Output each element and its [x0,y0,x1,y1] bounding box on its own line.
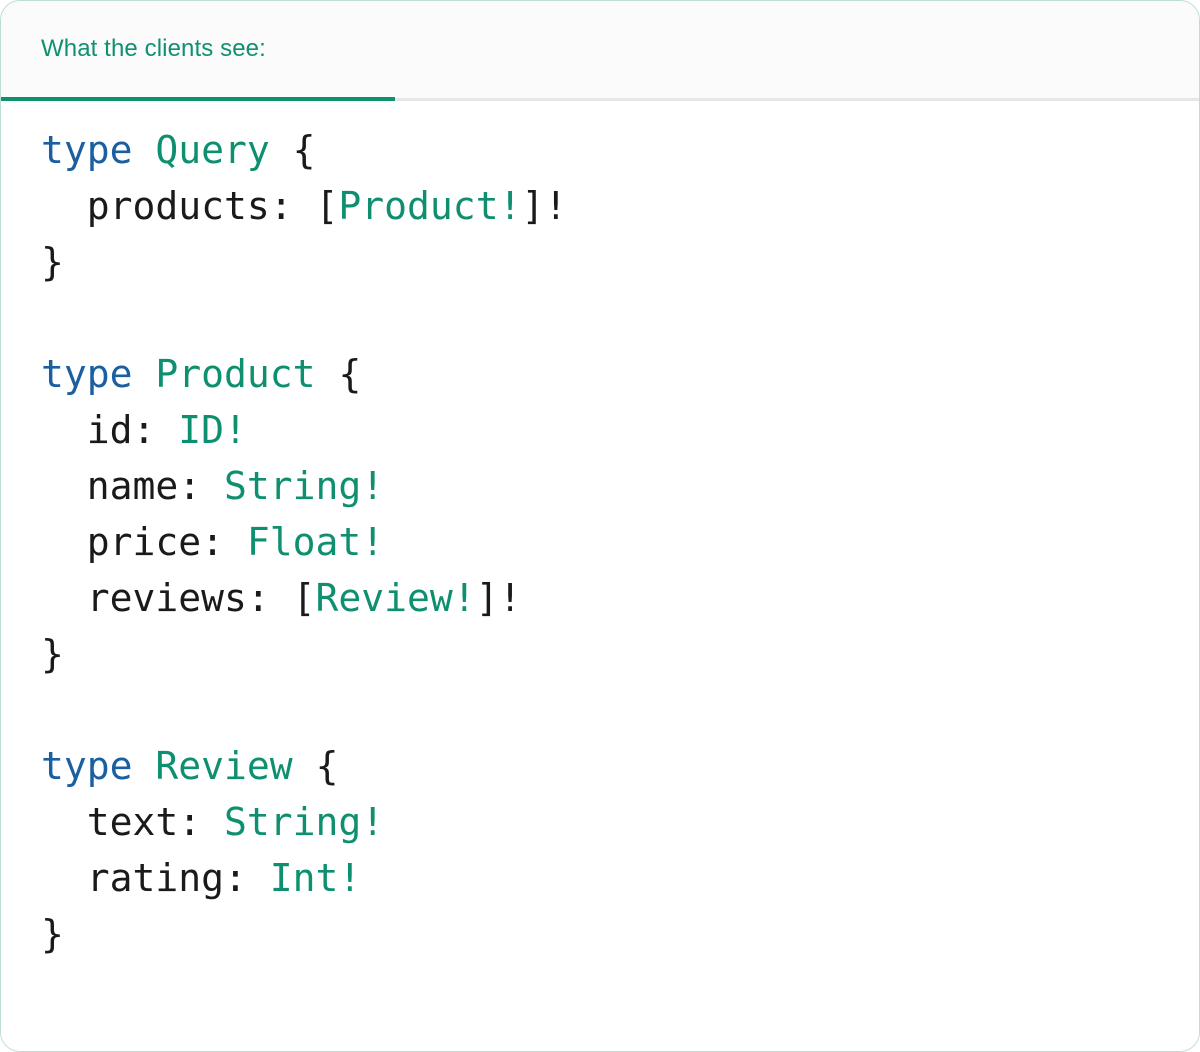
tab-bar-divider [1,98,1199,101]
code-token-type: Int! [269,856,362,900]
code-token-plain: { [315,352,362,396]
code-token-plain: { [292,744,339,788]
code-line: text: String! [41,794,567,850]
code-token-plain [133,744,156,788]
code-token-plain: rating: [41,856,270,900]
code-line: type Query { [41,122,567,178]
code-body: type Query { products: [Product!]!} type … [1,102,1199,1051]
code-token-type: Float! [246,520,385,564]
code-line [41,290,567,346]
code-token-type: String! [224,800,385,844]
code-token-type: Review! [315,576,476,620]
code-token-keyword: type [41,128,133,172]
code-token-keyword: type [41,352,133,396]
code-token-plain: products: [ [41,184,339,228]
tab-label: What the clients see: [41,35,266,62]
code-line: type Product { [41,346,567,402]
code-token-plain: price: [41,520,247,564]
code-token-keyword: type [41,744,133,788]
graphql-schema-code: type Query { products: [Product!]!} type … [41,122,567,962]
code-line: products: [Product!]! [41,178,567,234]
code-line: rating: Int! [41,850,567,906]
tab-what-the-clients-see[interactable]: What the clients see: [1,1,395,102]
code-line: type Review { [41,738,567,794]
code-token-plain [133,128,156,172]
code-line: price: Float! [41,514,567,570]
tab-active-indicator [1,97,395,101]
code-token-type: Product [155,352,316,396]
code-token-plain: text: [41,800,225,844]
code-token-plain: reviews: [ [41,576,316,620]
code-token-plain: id: [41,408,179,452]
code-token-type: Product! [338,184,522,228]
code-token-type: Review [155,744,293,788]
code-line: name: String! [41,458,567,514]
code-line: } [41,906,567,962]
code-token-plain: { [269,128,316,172]
code-line: reviews: [Review!]! [41,570,567,626]
code-token-type: String! [224,464,385,508]
code-token-plain: } [41,240,64,284]
tab-bar: What the clients see: [1,1,1199,98]
code-line: } [41,626,567,682]
code-line: } [41,234,567,290]
code-token-plain: } [41,912,64,956]
code-token-type: ID! [178,408,247,452]
code-token-plain: name: [41,464,225,508]
code-token-plain: ]! [475,576,522,620]
code-token-plain: } [41,632,64,676]
code-line [41,682,567,738]
code-token-type: Query [155,128,270,172]
code-token-plain: ]! [521,184,568,228]
code-token-plain [133,352,156,396]
code-line: id: ID! [41,402,567,458]
